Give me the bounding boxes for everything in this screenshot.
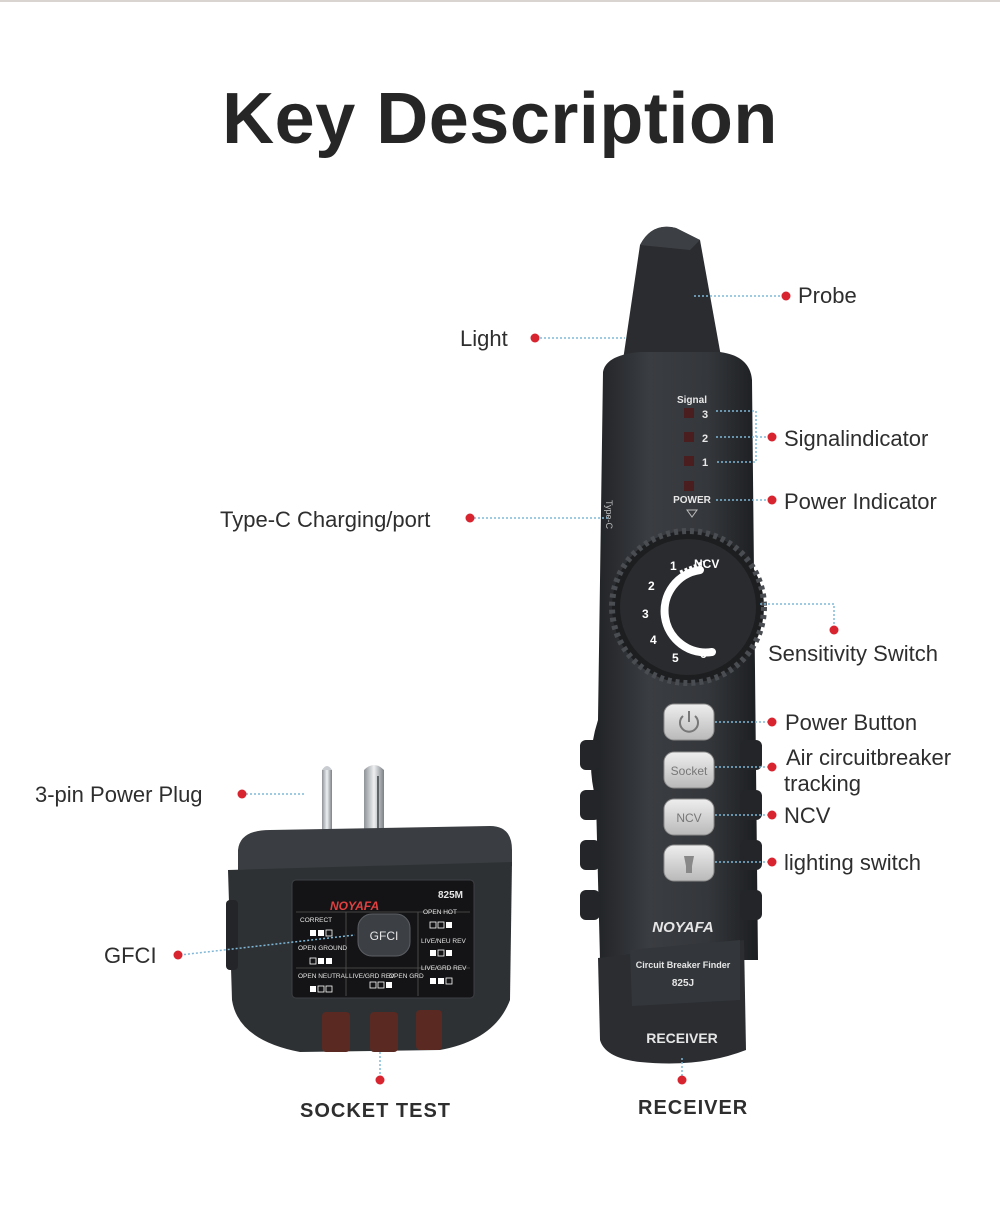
gfci-button-label: GFCI bbox=[370, 929, 399, 943]
dial-mark-3: 3 bbox=[642, 607, 649, 621]
dial-mark-ncv: NCV bbox=[694, 557, 719, 571]
callout-ncv: NCV bbox=[784, 803, 831, 828]
callout-signal-indicator: Signalindicator bbox=[784, 426, 929, 451]
sensitivity-dial[interactable]: NCV 1 2 3 4 5 6 bbox=[609, 528, 767, 686]
panel-label-live-grd-rev: LIVE/GRD REV bbox=[349, 973, 395, 980]
callout-type-c-port: Type-C Charging/port bbox=[220, 507, 431, 532]
callout-power-plug: 3-pin Power Plug bbox=[35, 782, 203, 807]
receiver-device: Signal 3 2 1 POWER Type-C NCV 1 2 3 4 5 … bbox=[580, 226, 767, 1064]
socket-model: 825M bbox=[438, 890, 463, 901]
callout-power-indicator: Power Indicator bbox=[784, 489, 937, 514]
top-divider bbox=[0, 0, 1000, 2]
power-button[interactable] bbox=[663, 703, 715, 741]
callout-sensitivity-switch: Sensitivity Switch bbox=[768, 641, 938, 666]
dial-mark-2: 2 bbox=[648, 579, 655, 593]
flashlight-icon bbox=[684, 856, 694, 873]
callout-air-breaker-line2: tracking bbox=[784, 771, 862, 796]
signal-level-2: 2 bbox=[702, 433, 708, 445]
signal-label: Signal bbox=[677, 395, 707, 406]
panel-label-open-ground: OPEN GROUND bbox=[298, 945, 347, 952]
receiver-brand: NOYAFA bbox=[652, 919, 713, 936]
callout-lighting-switch: lighting switch bbox=[784, 850, 921, 875]
dial-mark-1: 1 bbox=[670, 559, 677, 573]
panel-label-live-grd-rev-2: LIVE/GRD REV bbox=[421, 965, 467, 972]
panel-label-open-neutral: OPEN NEUTRAL bbox=[298, 973, 349, 980]
callout-power-button: Power Button bbox=[785, 710, 918, 735]
callout-dots bbox=[173, 291, 839, 1085]
callout-gfci: GFCI bbox=[104, 943, 157, 968]
panel-label-live-neu-rev: LIVE/NEU REV bbox=[421, 938, 466, 945]
type-c-port-label: Type-C bbox=[604, 500, 614, 530]
receiver-model-line: Circuit Breaker Finder bbox=[636, 960, 731, 970]
socket-brand: NOYAFA bbox=[330, 899, 379, 913]
panel-label-correct: CORRECT bbox=[300, 917, 332, 924]
callout-socket-test: SOCKET TEST bbox=[300, 1100, 452, 1122]
receiver-name: RECEIVER bbox=[646, 1030, 718, 1046]
page-title: Key Description bbox=[222, 79, 778, 159]
callout-air-breaker-line1: Air circuitbreaker bbox=[786, 745, 952, 770]
power-icon bbox=[679, 715, 699, 733]
socket-tester-device: NOYAFA 825M CORRECT OPEN GROUND OPEN NEU… bbox=[226, 765, 512, 1052]
dial-mark-4: 4 bbox=[650, 633, 657, 647]
gfci-button[interactable]: GFCI bbox=[357, 913, 411, 957]
power-led-label: POWER bbox=[673, 495, 712, 506]
plug-prong-left bbox=[322, 770, 332, 845]
ncv-button[interactable]: NCV bbox=[663, 798, 715, 836]
socket-button-label: Socket bbox=[671, 764, 708, 778]
dial-mark-6: 6 bbox=[700, 647, 707, 661]
panel-label-open-grd: OPEN GRD bbox=[389, 973, 424, 980]
panel-label-open-hot: OPEN HOT bbox=[423, 909, 457, 916]
socket-button[interactable]: Socket bbox=[663, 751, 715, 789]
light-button[interactable] bbox=[663, 844, 715, 882]
receiver-model: 825J bbox=[672, 978, 694, 989]
signal-level-3: 3 bbox=[702, 409, 708, 421]
leader-lines bbox=[179, 295, 835, 1080]
callout-light: Light bbox=[460, 326, 508, 351]
signal-level-1: 1 bbox=[702, 457, 708, 469]
dial-mark-5: 5 bbox=[672, 651, 679, 665]
probe-tip bbox=[623, 226, 722, 362]
ncv-button-label: NCV bbox=[676, 811, 701, 825]
callout-receiver: RECEIVER bbox=[638, 1097, 749, 1119]
callout-probe: Probe bbox=[798, 283, 857, 308]
